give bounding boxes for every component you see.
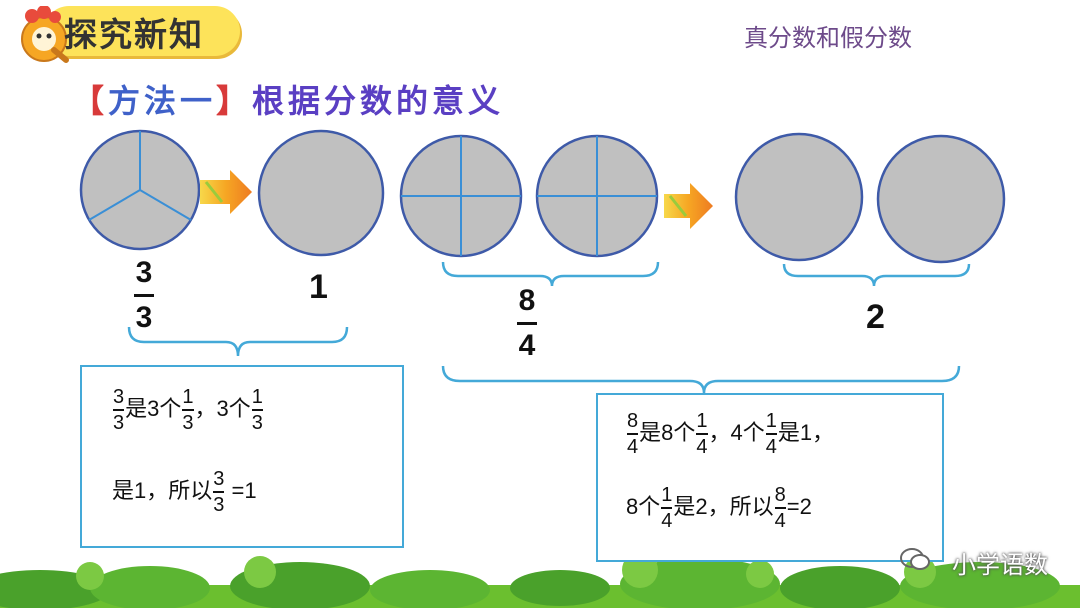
arrow-right-icon bbox=[664, 183, 713, 229]
brace-right-group bbox=[443, 366, 959, 393]
brace-left-group bbox=[129, 327, 347, 356]
brace-middle-circles bbox=[443, 262, 658, 286]
circle-thirds bbox=[81, 131, 199, 249]
numerator: 8 bbox=[519, 286, 536, 316]
fraction-eight-quarters: 8 4 bbox=[517, 286, 537, 361]
denominator: 4 bbox=[519, 331, 536, 361]
circle-quarters-2 bbox=[537, 136, 657, 256]
fraction-three-thirds: 3 3 bbox=[134, 258, 154, 333]
result-two: 2 bbox=[866, 298, 885, 337]
circle-whole-b bbox=[878, 136, 1004, 262]
arrow-right-icon bbox=[200, 170, 252, 214]
circle-whole-one bbox=[259, 131, 383, 255]
circle-whole-a bbox=[736, 134, 862, 260]
fraction-bar bbox=[517, 322, 537, 325]
fraction-bar bbox=[134, 294, 154, 297]
brace-right-circles bbox=[784, 264, 969, 286]
result-one: 1 bbox=[309, 268, 328, 307]
wechat-icon bbox=[900, 546, 930, 576]
watermark-text: 小学语数 bbox=[952, 545, 1048, 580]
denominator: 3 bbox=[136, 303, 153, 333]
numerator: 3 bbox=[136, 258, 153, 288]
circle-quarters-1 bbox=[401, 136, 521, 256]
